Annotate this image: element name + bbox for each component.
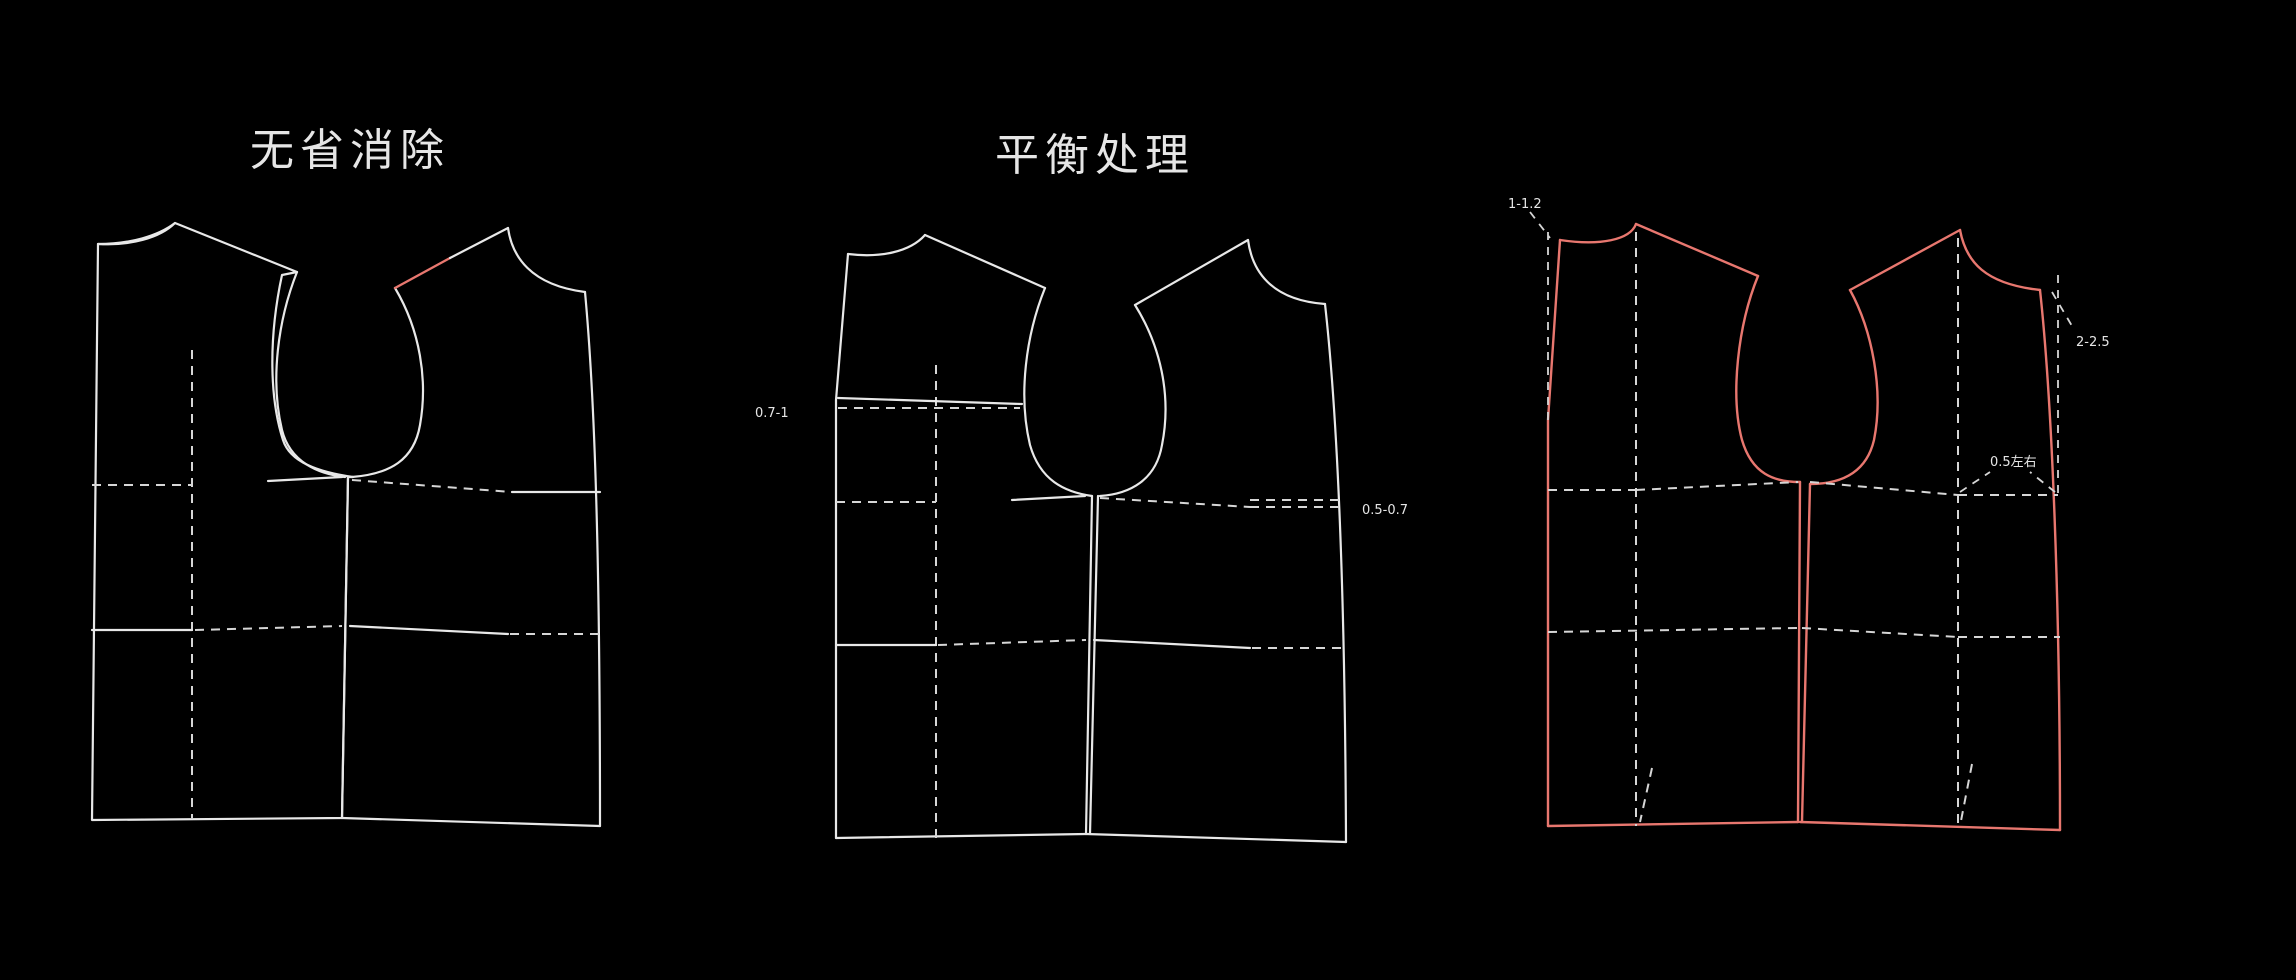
middle-back-neckline	[846, 233, 927, 257]
middle-back-waist-dashed	[937, 639, 1087, 646]
middle-front-waist-solid	[1092, 638, 1252, 650]
left-front-shoulder-highlight	[393, 256, 452, 290]
middle-back-armhole-base	[1010, 494, 1087, 502]
middle-front-side-seam	[1323, 302, 1348, 844]
middle-back-side-seam	[1084, 494, 1094, 836]
middle-back-armhole	[1023, 286, 1094, 498]
right-leader-top-left	[1529, 211, 1551, 239]
left-front-chest-line-dashed	[351, 479, 513, 493]
right-front-hem	[1798, 820, 2062, 832]
middle-front-chest-line-dashed	[1099, 497, 1251, 508]
right-back-neckline	[1558, 222, 1638, 244]
panel-middle-title: 平衡处理	[995, 130, 1195, 181]
right-front-waist-line	[1801, 627, 1959, 638]
middle-label-right-value: 0.5-0.7	[1362, 503, 1408, 518]
right-leader-side-b	[2029, 471, 2056, 493]
right-back-hem	[1546, 820, 1800, 828]
right-label-top-right: 2-2.5	[2076, 335, 2110, 350]
left-front-shoulder	[448, 226, 510, 260]
right-back-armhole	[1735, 274, 1802, 484]
right-back-shoulder	[1634, 222, 1760, 278]
right-leader-top-right	[2051, 291, 2073, 327]
right-front-chest-line	[1809, 481, 1959, 496]
left-front-neckline	[506, 226, 587, 294]
right-front-neckline	[1958, 228, 2042, 292]
left-front-waist-solid	[348, 624, 510, 636]
panel-left-title: 无省消除	[250, 125, 450, 176]
left-back-waist-dashed	[194, 625, 343, 631]
right-back-side-seam	[1796, 480, 1802, 824]
middle-back-raised-line	[836, 396, 1024, 406]
left-back-piece-outline	[90, 221, 355, 822]
middle-back-shoulder	[923, 233, 1047, 290]
middle-front-armhole	[1098, 303, 1167, 498]
left-front-side-seam	[583, 290, 602, 828]
middle-back-hem	[834, 832, 1088, 840]
right-label-top-left: 1-1.2	[1508, 197, 1542, 212]
middle-front-shoulder	[1133, 238, 1250, 307]
right-label-side: 0.5左右	[1990, 455, 2037, 470]
panel-middle: 平衡处理 0.7-1 0.5-0.7	[755, 130, 1408, 844]
right-back-center-seam	[1546, 238, 1562, 828]
left-back-neckline	[96, 221, 177, 246]
middle-back-center-seam	[834, 252, 850, 840]
left-back-armhole	[275, 270, 347, 479]
right-leader-side-a	[1959, 471, 1991, 493]
middle-front-center	[1088, 494, 1100, 836]
panel-left: 无省消除	[90, 125, 602, 828]
left-front-hem	[340, 816, 602, 828]
right-front-hem-slash	[1959, 763, 1973, 827]
right-front-shoulder	[1848, 228, 1962, 292]
middle-label-left-value: 0.7-1	[755, 406, 789, 421]
right-back-chest-line-b	[1635, 481, 1799, 491]
left-front-armhole	[350, 286, 425, 479]
panel-right: 1-1.2 2-2.5 0.5左右	[1508, 197, 2110, 832]
middle-front-hem	[1084, 832, 1348, 844]
right-back-hem-slash	[1639, 767, 1653, 823]
middle-front-neckline	[1246, 238, 1327, 306]
left-front-center	[340, 475, 350, 820]
right-back-waist-line	[1547, 627, 1799, 633]
right-front-side-seam	[2038, 288, 2062, 832]
right-front-center	[1800, 482, 1812, 824]
left-back-armhole-base	[266, 475, 344, 483]
right-front-armhole	[1808, 288, 1879, 486]
